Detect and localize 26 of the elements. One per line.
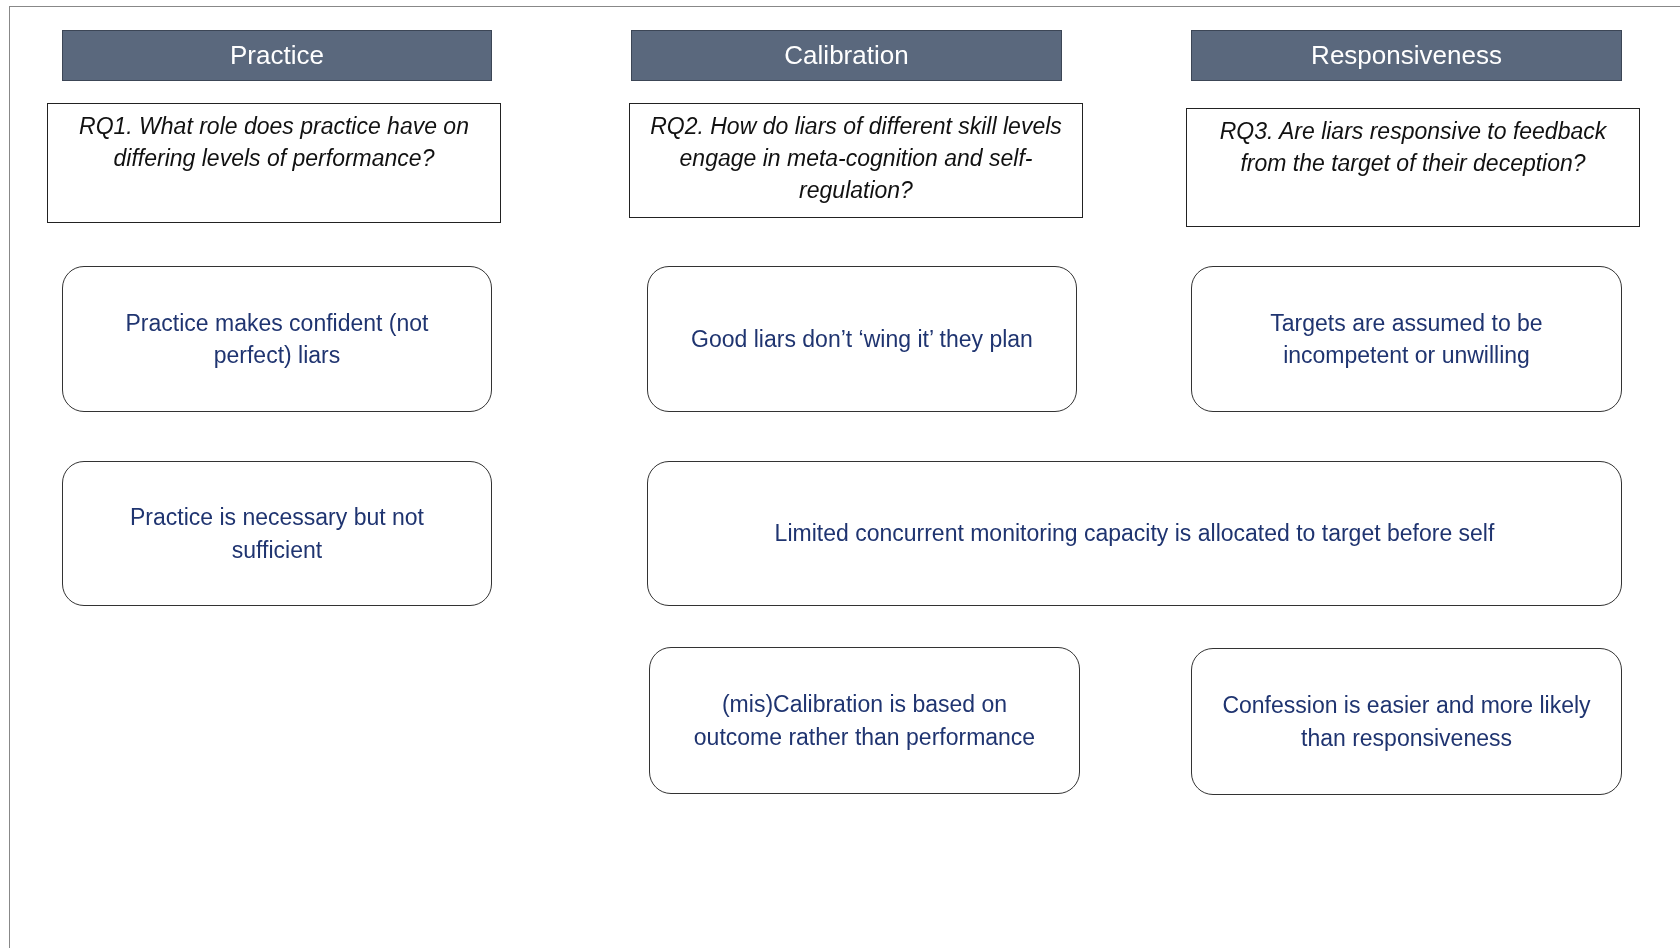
finding-box <box>62 266 492 412</box>
column-header <box>62 30 492 81</box>
question-text: RQ1. What role does practice have on differing levels of performance? <box>78 112 470 174</box>
finding-text: Practice is necessary but not sufficient <box>129 503 425 565</box>
finding-text: Targets are assumed to be incompetent or unwilling <box>1269 308 1544 370</box>
finding-text: Confession is easier and more likely than responsiveness <box>1222 691 1591 753</box>
finding-text: Practice makes confident (not perfect) liars <box>124 308 430 370</box>
finding-box <box>647 461 1622 606</box>
finding-box <box>649 647 1080 794</box>
finding-text: Limited concurrent monitoring capacity is allocated to target before self <box>774 519 1495 549</box>
header-text: Calibration <box>784 40 909 71</box>
column-header <box>631 30 1062 81</box>
header-text: Practice <box>230 40 324 71</box>
research-question-box <box>629 103 1083 218</box>
finding-box <box>1191 648 1622 795</box>
header-text: Responsiveness <box>1311 40 1502 71</box>
question-text: RQ3. Are liars responsive to feedback from the target of their deception? <box>1218 117 1608 179</box>
finding-box <box>62 461 492 606</box>
column-header <box>1191 30 1622 81</box>
finding-text: Good liars don’t ‘wing it’ they plan <box>691 324 1033 354</box>
finding-text: (mis)Calibration is based on outcome rather than performance <box>692 690 1037 752</box>
research-question-box <box>47 103 501 223</box>
question-text: RQ2. How do liars of different skill levels engage in meta-cognition and self-regulation? <box>649 112 1063 206</box>
research-question-box <box>1186 108 1640 227</box>
finding-box <box>1191 266 1622 412</box>
finding-box <box>647 266 1077 412</box>
